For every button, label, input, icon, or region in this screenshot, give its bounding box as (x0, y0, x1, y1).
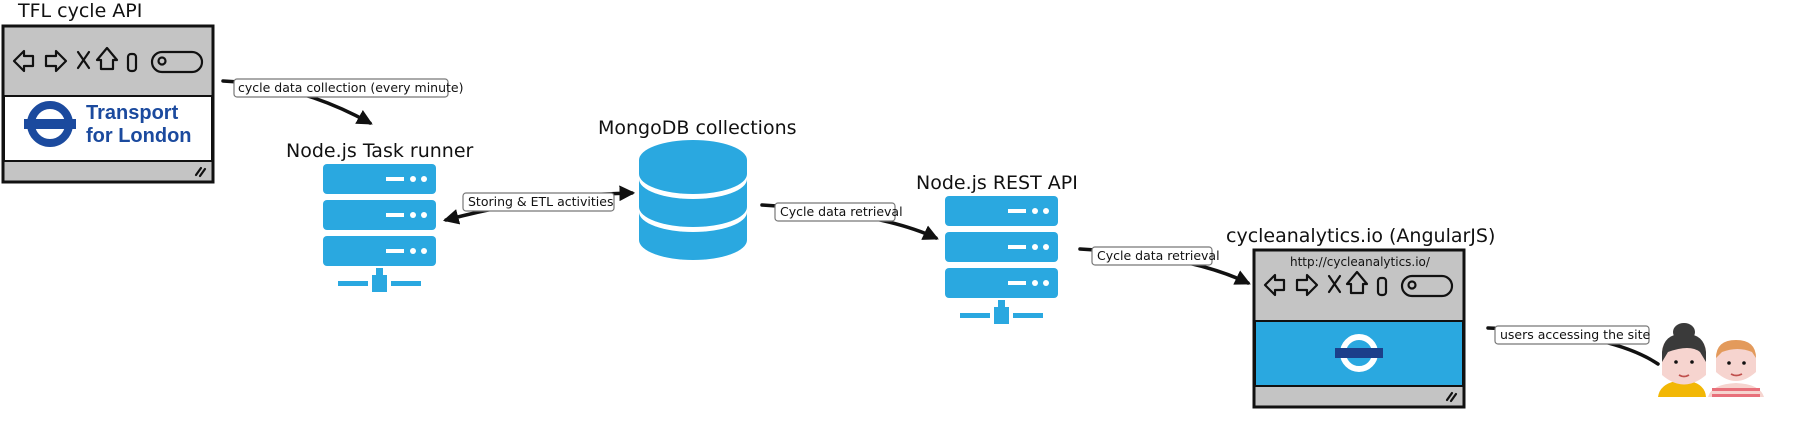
webapp-title: cycleanalytics.io (AngularJS) (1226, 225, 1495, 247)
users-icon (1658, 323, 1764, 397)
close-x-icon (1327, 274, 1342, 294)
webapp-browser-toolbar (1263, 270, 1454, 298)
task-runner-node: Node.js Task runner (286, 140, 474, 292)
back-arrow-icon (1263, 273, 1286, 297)
close-x-icon (76, 50, 91, 70)
task-runner-title: Node.js Task runner (286, 140, 474, 162)
resize-grip-icon (194, 166, 207, 178)
tfl-roundel-logo (24, 101, 76, 147)
search-icon (1407, 280, 1417, 290)
webapp-roundel-logo (1335, 334, 1383, 372)
edge-label-box (233, 78, 449, 98)
edge-users-to-webapp: users accessing the site (1486, 325, 1660, 366)
webapp-node: cycleanalytics.io (AngularJS) http://cyc… (1226, 225, 1495, 409)
edge-label-box (774, 202, 896, 222)
edge-label-box (1494, 325, 1650, 345)
tfl-logo-line2: for London (86, 125, 192, 147)
bookmark-icon (1376, 276, 1388, 297)
edge-rest-api-to-webapp: Cycle data retrieval (1078, 246, 1251, 285)
edge-label: cycle data collection (every minute) (238, 80, 463, 95)
edge-tfl-to-task-runner: cycle data collection (every minute) (221, 78, 463, 125)
search-box-icon (1400, 274, 1454, 298)
edge-label: Cycle data retrieval (780, 204, 903, 219)
edge-label: Cycle data retrieval (1097, 248, 1220, 263)
home-icon (95, 46, 119, 71)
search-box-icon (150, 50, 204, 74)
forward-arrow-icon (44, 49, 68, 73)
tfl-browser-toolbar (12, 46, 204, 74)
edge-label-box (462, 192, 615, 212)
forward-arrow-icon (1295, 273, 1319, 297)
webapp-url: http://cycleanalytics.io/ (1290, 255, 1431, 269)
rest-api-title: Node.js REST API (916, 172, 1078, 194)
edge-mongodb-to-rest-api: Cycle data retrieval (760, 202, 939, 240)
task-runner-server-icon (323, 164, 436, 292)
resize-grip-icon (1445, 391, 1458, 403)
edge-label: Storing & ETL activities (468, 194, 613, 209)
edge-task-runner-mongodb: Storing & ETL activities (442, 185, 636, 225)
mongodb-title: MongoDB collections (598, 117, 797, 139)
back-arrow-icon (12, 49, 35, 73)
tfl-api-node: TFL cycle API Transport for London (1, 0, 215, 184)
rest-api-server-icon (945, 196, 1058, 324)
rest-api-node: Node.js REST API (916, 172, 1078, 324)
mongodb-node: MongoDB collections (598, 117, 797, 260)
bookmark-icon (126, 52, 138, 73)
tfl-api-title: TFL cycle API (17, 0, 142, 22)
database-icon (639, 140, 747, 260)
edge-label-box (1091, 246, 1213, 266)
home-icon (1345, 270, 1369, 295)
edge-label: users accessing the site (1500, 327, 1651, 342)
search-icon (157, 56, 167, 66)
tfl-logo-line1: Transport (86, 102, 179, 124)
